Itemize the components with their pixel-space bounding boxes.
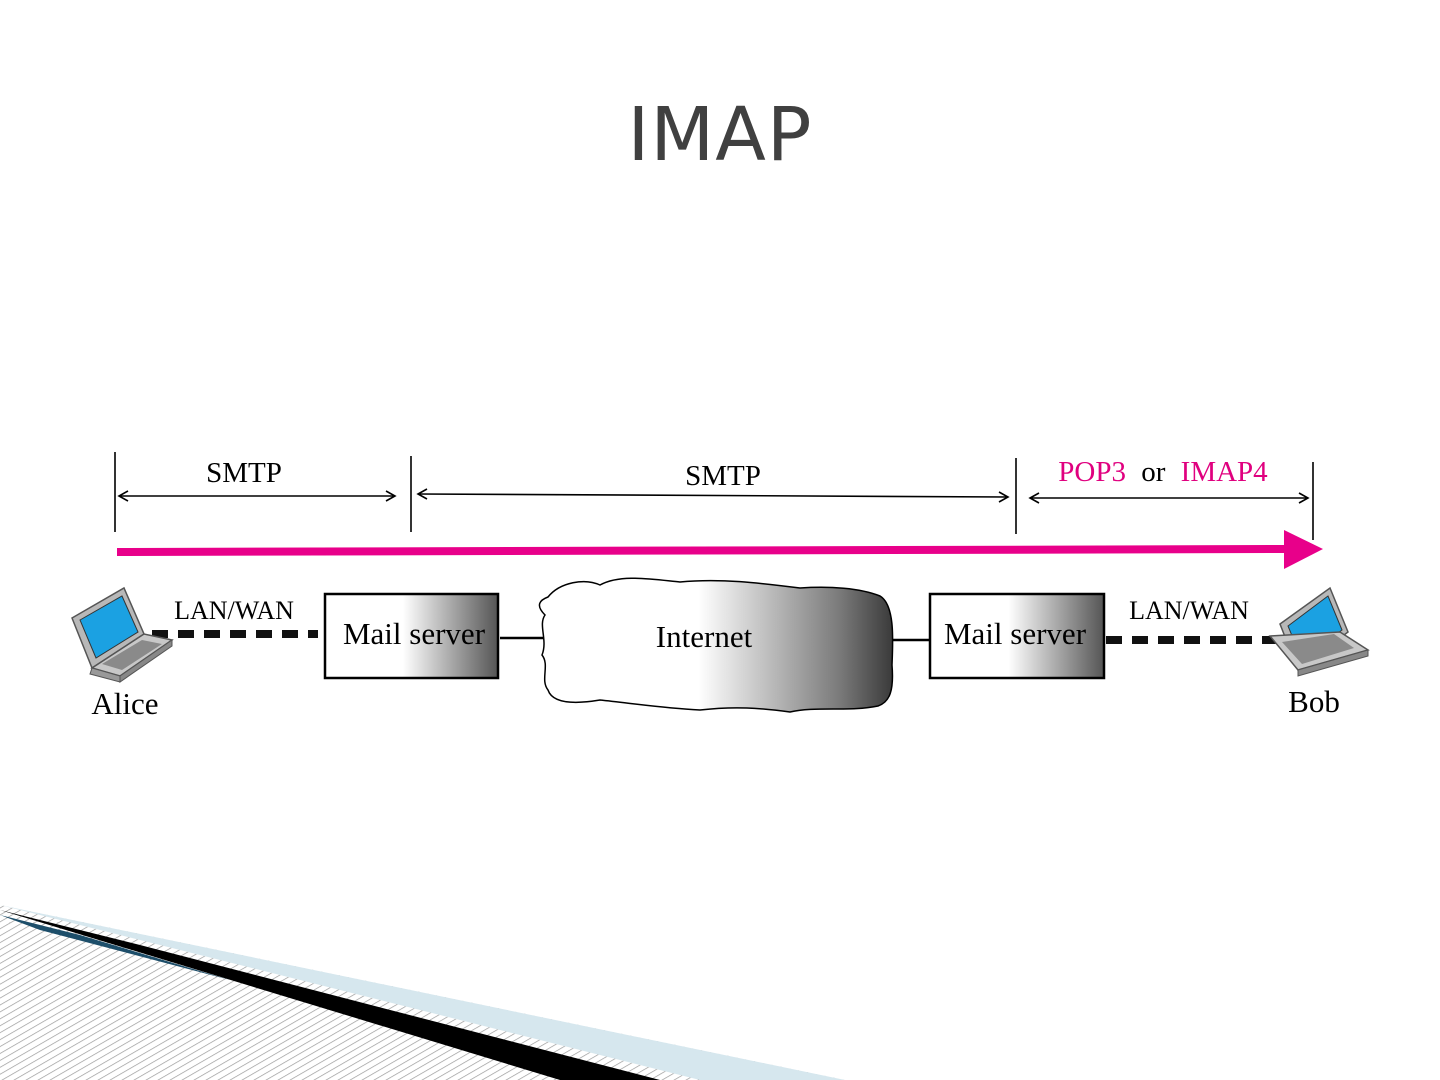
protocol-spans — [114, 452, 1314, 540]
pop3-label: POP3 — [1058, 456, 1126, 488]
right-mail-server-label: Mail server — [944, 616, 1087, 651]
smtp-label-middle: SMTP — [685, 460, 761, 492]
receiver-name: Bob — [1288, 684, 1340, 719]
left-mail-server-label: Mail server — [343, 616, 486, 651]
or-label: or — [1141, 456, 1166, 488]
right-mail-server-box — [928, 592, 1106, 680]
sender-name: Alice — [91, 686, 158, 721]
left-mail-server-box — [323, 592, 500, 680]
retrieval-protocol-label: POP3 or IMAP4 — [1058, 456, 1268, 488]
laptop-icon — [1268, 586, 1370, 677]
slide-title: IMAP — [627, 92, 813, 178]
laptop-icon — [71, 586, 174, 683]
right-link-label: LAN/WAN — [1129, 596, 1249, 625]
cloud-icon — [538, 577, 894, 713]
corner-decoration — [0, 905, 845, 1080]
connections — [152, 630, 1278, 644]
arrow-right-icon — [116, 530, 1323, 569]
imap4-label: IMAP4 — [1181, 456, 1269, 488]
left-link-label: LAN/WAN — [174, 596, 294, 625]
internet-label: Internet — [656, 619, 753, 654]
smtp-label-first: SMTP — [206, 457, 282, 489]
